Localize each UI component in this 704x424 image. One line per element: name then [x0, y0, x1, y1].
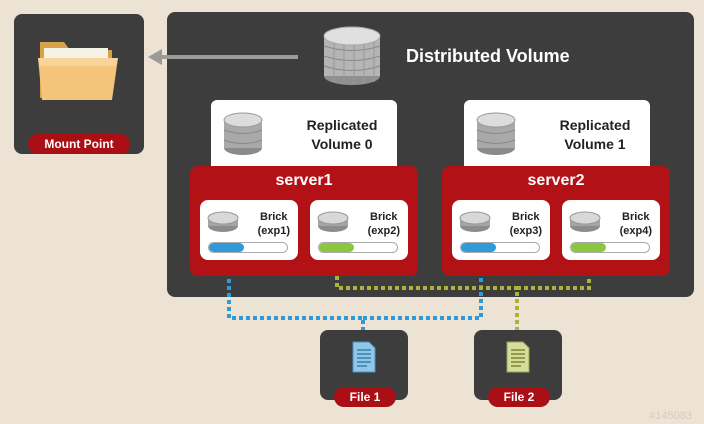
- brick-exp1-line2: (exp1): [257, 225, 290, 237]
- brick-exp4-label: Brick (exp4): [620, 210, 652, 238]
- distributed-volume-cylinder-icon: [323, 26, 381, 85]
- watermark: #145083: [649, 410, 692, 422]
- mount-point-panel: Mount Point: [14, 14, 144, 154]
- folder-icon: [38, 42, 118, 100]
- brick-exp4-progress: [570, 242, 650, 253]
- brick-exp2: Brick (exp2): [310, 200, 408, 260]
- brick-exp3-progress-fill: [461, 243, 497, 252]
- server2-box: server2 Brick (exp3) Brick (exp4): [442, 166, 670, 276]
- brick-exp4-line2: (exp4): [619, 225, 652, 237]
- brick-exp2-progress: [318, 242, 398, 253]
- brick-exp4-progress-fill: [571, 243, 607, 252]
- brick-exp4-line1: Brick: [622, 211, 650, 223]
- replicated-volume-0-line2: Volume 0: [311, 136, 373, 152]
- replicated-volume-1-line2: Volume 1: [564, 136, 626, 152]
- disk-icon: [317, 211, 349, 232]
- brick-exp1: Brick (exp1): [200, 200, 298, 260]
- disk-icon: [569, 211, 601, 232]
- brick-exp2-line2: (exp2): [367, 225, 400, 237]
- server1-box: server1 Brick (exp1) Brick (exp2): [190, 166, 418, 276]
- distributed-volume-title: Distributed Volume: [406, 46, 570, 66]
- server2-title: server2: [527, 172, 585, 189]
- replicated-volume-0-label: Replicated Volume 0: [289, 116, 395, 154]
- disk-icon: [459, 211, 491, 232]
- brick-exp1-line1: Brick: [260, 211, 288, 223]
- brick-exp2-line1: Brick: [370, 211, 398, 223]
- brick-exp3-label: Brick (exp3): [510, 210, 542, 238]
- brick-exp2-label: Brick (exp2): [368, 210, 400, 238]
- file1-label: File 1: [334, 387, 396, 407]
- brick-exp3: Brick (exp3): [452, 200, 550, 260]
- document-icon: [506, 341, 530, 373]
- brick-exp3-line2: (exp3): [509, 225, 542, 237]
- brick-exp3-line1: Brick: [512, 211, 540, 223]
- brick-exp3-progress: [460, 242, 540, 253]
- brick-exp1-progress-fill: [209, 243, 245, 252]
- server1-title: server1: [275, 172, 333, 189]
- replicated-volume-1-line1: Replicated: [559, 117, 631, 133]
- replicated-volume-0: Replicated Volume 0: [211, 100, 397, 172]
- replicated-volume-1: Replicated Volume 1: [464, 100, 650, 172]
- replicated-volume-0-cylinder-icon: [223, 112, 263, 155]
- replicated-volume-0-line1: Replicated: [306, 117, 378, 133]
- brick-exp2-progress-fill: [319, 243, 355, 252]
- mount-arrow-head: [148, 49, 162, 65]
- replicated-volume-1-cylinder-icon: [476, 112, 516, 155]
- document-icon: [352, 341, 376, 373]
- file2-label: File 2: [488, 387, 550, 407]
- brick-exp1-label: Brick (exp1): [258, 210, 290, 238]
- brick-exp4: Brick (exp4): [562, 200, 660, 260]
- disk-icon: [207, 211, 239, 232]
- brick-exp1-progress: [208, 242, 288, 253]
- mount-point-label: Mount Point: [28, 134, 130, 154]
- replicated-volume-1-label: Replicated Volume 1: [542, 116, 648, 154]
